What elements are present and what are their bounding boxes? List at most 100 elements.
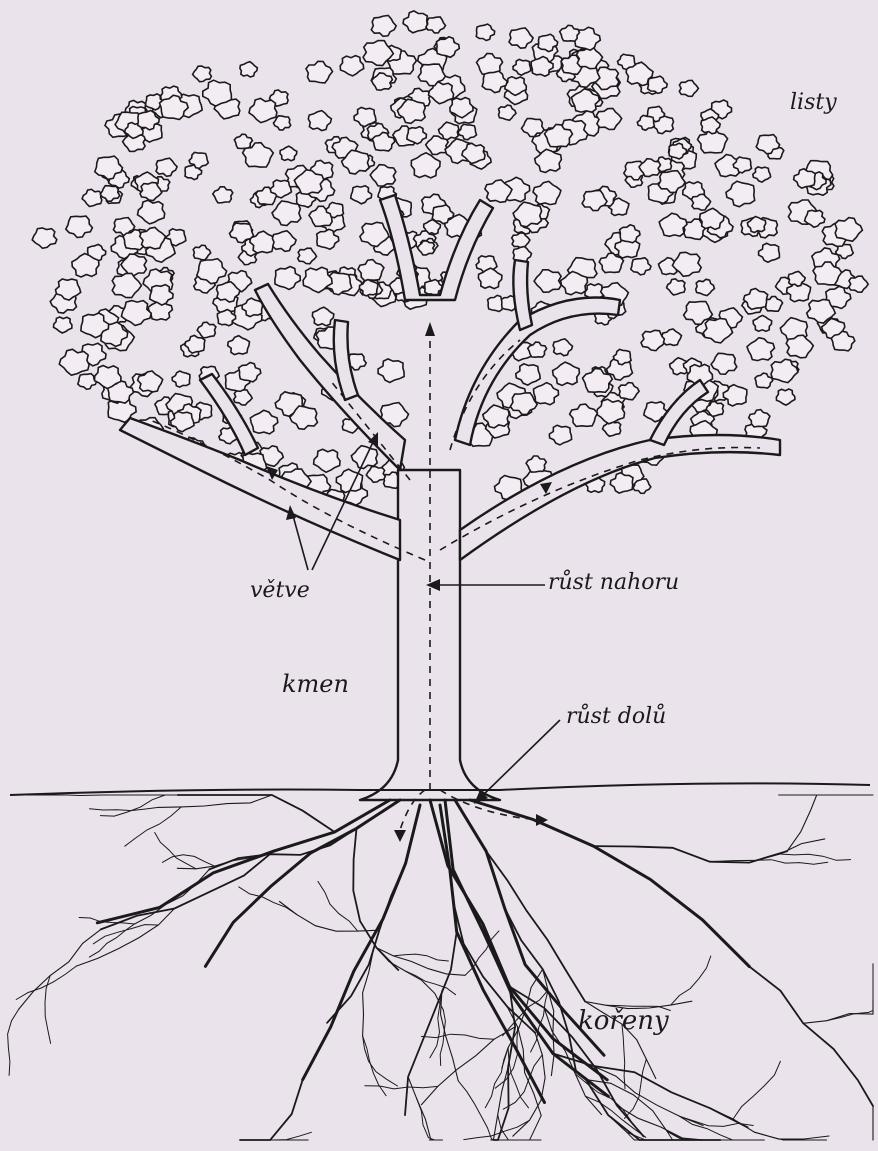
root-strand (27, 795, 80, 796)
root-strand (710, 1108, 829, 1139)
leaf-cluster-icon (667, 279, 686, 295)
label-rust-nahoru: růst nahoru (548, 572, 679, 594)
leaf-cluster-icon (512, 233, 530, 248)
leaf-cluster-icon (213, 187, 233, 203)
leaf-cluster-icon (59, 349, 89, 375)
leaf-cluster-icon (747, 338, 775, 361)
leaf-cluster-icon (759, 243, 780, 262)
root-strand (363, 1036, 398, 1086)
leaf-cluster-icon (32, 228, 57, 248)
root-strand (553, 1054, 748, 1128)
leaf-cluster-icon (794, 169, 816, 188)
leaf-cluster-icon (66, 216, 93, 237)
leaf-cluster-icon (726, 181, 755, 207)
leaf-cluster-icon (482, 71, 507, 93)
leaf-cluster-icon (150, 285, 173, 306)
leaf-cluster-icon (534, 270, 561, 292)
root-strand (671, 956, 711, 1005)
leaf-cluster-icon (662, 329, 682, 345)
leaf-cluster-icon (659, 213, 687, 236)
root-strand (90, 807, 159, 810)
leaf-cluster-icon (351, 186, 372, 204)
leaf-cluster-icon (312, 307, 333, 326)
label-rust-dolu: růst dolů (566, 706, 666, 728)
leaf-cluster-icon (340, 56, 364, 76)
leaf-cluster-icon (691, 194, 710, 210)
root-strand (8, 1009, 19, 1075)
leaf-cluster-icon (239, 363, 261, 382)
leaf-cluster-icon (509, 28, 533, 48)
leaf-cluster-icon (553, 362, 580, 385)
leaf-cluster-icon (679, 80, 698, 96)
root-strand (543, 969, 554, 1075)
leaf-cluster-icon (78, 374, 97, 390)
leaf-cluster-icon (696, 279, 715, 295)
leaf-cluster-icon (610, 473, 633, 493)
leaf-cluster-icon (499, 105, 517, 120)
leaf-cluster-icon (138, 200, 165, 224)
root-strand (733, 1061, 780, 1119)
leaf-cluster-icon (249, 98, 277, 122)
leaf-cluster-icon (234, 134, 252, 148)
leaf-cluster-icon (700, 208, 724, 229)
leaf-cluster-icon (378, 359, 404, 383)
leaf-cluster-icon (317, 229, 339, 249)
leaf-cluster-icon (516, 364, 540, 385)
leaf-cluster-icon (112, 273, 141, 297)
root-strand (608, 1115, 686, 1140)
leaf-cluster-icon (439, 122, 459, 140)
leaf-cluster-icon (582, 191, 607, 211)
leaf-cluster-icon (171, 412, 194, 432)
leaf-cluster-icon (358, 260, 384, 281)
root-strand (803, 1000, 873, 1023)
leaf-cluster-icon (203, 80, 232, 106)
root-strand (240, 1080, 303, 1140)
roots (8, 795, 873, 1140)
leaf-cluster-icon (711, 353, 737, 374)
root-strand (327, 863, 406, 1023)
leaf-cluster-icon (197, 322, 216, 338)
leaf-cluster-icon (197, 259, 227, 284)
leaf-cluster-icon (306, 61, 333, 83)
leaf-cluster-icon (476, 24, 494, 40)
arrowhead-up (425, 322, 435, 336)
leaf-cluster-icon (458, 124, 476, 140)
leaf-cluster-icon (835, 218, 862, 242)
leaf-cluster-icon (314, 449, 340, 472)
leaf-cluster-icon (534, 383, 559, 405)
leaf-cluster-icon (272, 231, 296, 252)
branch-right-mid (513, 260, 532, 330)
leaf-cluster-icon (753, 315, 771, 331)
root-strand (421, 1034, 494, 1039)
root-strand (100, 795, 165, 816)
root-strand (624, 1059, 646, 1118)
leaf-cluster-icon (273, 116, 290, 130)
leaf-cluster-icon (596, 399, 624, 424)
leaf-cluster-icon (749, 410, 770, 427)
leaf-cluster-icon (234, 390, 253, 405)
leaf-cluster-icon (849, 276, 868, 292)
leaf-cluster-icon (533, 181, 561, 204)
leaf-cluster-icon (596, 108, 621, 129)
root-strand (93, 925, 158, 944)
root-strand (498, 1115, 517, 1140)
label-kmen: kmen (282, 672, 349, 696)
leaf-cluster-icon (298, 248, 317, 264)
root-strand (408, 1077, 435, 1140)
leaf-cluster-icon (228, 336, 250, 355)
leaf-cluster-icon (366, 467, 385, 483)
leaf-cluster-icon (193, 245, 211, 260)
leaf-cluster-icon (240, 62, 258, 77)
root-strand (485, 1048, 508, 1108)
root-strand (318, 881, 358, 931)
leaf-cluster-icon (553, 339, 572, 356)
leaf-cluster-icon (371, 16, 396, 37)
leaf-cluster-icon (280, 146, 297, 161)
leaf-cluster-icon (193, 66, 212, 82)
leaf-cluster-icon (272, 201, 301, 226)
leaf-cluster-icon (619, 383, 640, 400)
root-strand (710, 839, 825, 862)
leaf-cluster-icon (637, 115, 654, 130)
